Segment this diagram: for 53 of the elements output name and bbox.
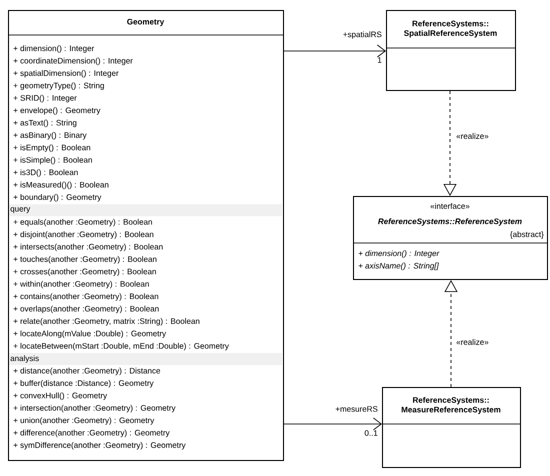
operation-text: + spatialDimension() : Integer bbox=[14, 70, 118, 78]
edge-label: +spatialRS bbox=[343, 31, 382, 39]
operation-text: + coordinateDimension() : Integer bbox=[14, 58, 133, 66]
operation-text: + asText() : String bbox=[14, 120, 76, 128]
multiplicity-label: 0..1 bbox=[364, 430, 378, 436]
operation-text: + relate(another :Geometry, matrix :String) : Boolean bbox=[14, 318, 200, 326]
operation-text: + asBinary() : Binary bbox=[14, 132, 87, 140]
class-name: Geometry bbox=[127, 18, 164, 26]
operation-text: + contains(another :Geometry) : Boolean bbox=[14, 293, 158, 301]
operation-text: + dimension() : Integer bbox=[14, 45, 94, 53]
class-box bbox=[8, 10, 284, 461]
class-name: ReferenceSystems::ReferenceSystem bbox=[378, 218, 522, 226]
operation-text: + intersection(another :Geometry) : Geometry bbox=[14, 404, 176, 412]
operation-text: + within(another :Geometry) : Boolean bbox=[14, 280, 149, 288]
edge-label: «realize» bbox=[456, 339, 488, 345]
operation-text: + crosses(another :Geometry) : Boolean bbox=[14, 268, 156, 276]
operation-text: + is3D() : Boolean bbox=[14, 169, 78, 177]
section-label: analysis bbox=[10, 355, 39, 363]
association-arrow bbox=[284, 418, 382, 430]
operation-text: + SRID() : Integer bbox=[14, 94, 77, 102]
operation-text: + convexHull() : Geometry bbox=[14, 392, 108, 400]
class-name: ReferenceSystems:: MeasureReferenceSystem bbox=[402, 396, 500, 414]
operation-text: + boundary() : Geometry bbox=[14, 194, 102, 202]
operation-text: + isEmpty() : Boolean bbox=[14, 144, 90, 152]
operation-text: + distance(another :Geometry) : Distance bbox=[14, 368, 160, 376]
operation-text: + intersects(another :Geometry) : Boolean bbox=[14, 244, 163, 252]
operation-text: + equals(another :Geometry) : Boolean bbox=[14, 218, 152, 226]
edge-label: «realize» bbox=[456, 133, 488, 139]
association-arrow bbox=[284, 44, 386, 58]
operation-text: + dimension() : Integer bbox=[358, 250, 440, 258]
operation-text: + disjoint(another :Geometry) : Boolean bbox=[14, 231, 154, 239]
class-name: ReferenceSystems:: SpatialReferenceSystem bbox=[404, 20, 497, 38]
class-box bbox=[352, 196, 548, 280]
operation-text: + axisName() : String[] bbox=[358, 262, 439, 270]
class-box bbox=[386, 10, 516, 91]
operation-text: + union(another :Geometry) : Geometry bbox=[14, 417, 154, 425]
operation-text: + touches(another :Geometry) : Boolean bbox=[14, 256, 156, 264]
operation-text: + locateAlong(mValue :Double) : Geometry bbox=[14, 330, 166, 338]
operation-text: + locateBetween(mStart :Double, mEnd :Double) : Geometry bbox=[14, 342, 229, 350]
stereotype-text: «interface» bbox=[430, 203, 470, 209]
operation-text: + isSimple() : Boolean bbox=[14, 156, 92, 164]
class-box bbox=[382, 387, 521, 468]
operation-text: + buffer(distance :Distance) : Geometry bbox=[14, 380, 154, 388]
operation-text: + isMeasured()() : Boolean bbox=[14, 182, 108, 190]
edge-label: +mesureRS bbox=[336, 406, 378, 412]
section-label: query bbox=[10, 207, 30, 214]
constraint-text: {abstract} bbox=[510, 231, 544, 239]
operation-text: + envelope() : Geometry bbox=[14, 107, 100, 115]
multiplicity-label: 1 bbox=[378, 57, 382, 63]
operation-text: + difference(another :Geometry) : Geometry bbox=[14, 430, 170, 438]
operation-text: + symDifference(another :Geometry) : Geometry bbox=[14, 442, 186, 450]
operation-text: + overlaps(another :Geometry) : Boolean bbox=[14, 306, 159, 314]
operation-text: + geometryType() : String bbox=[14, 82, 104, 90]
